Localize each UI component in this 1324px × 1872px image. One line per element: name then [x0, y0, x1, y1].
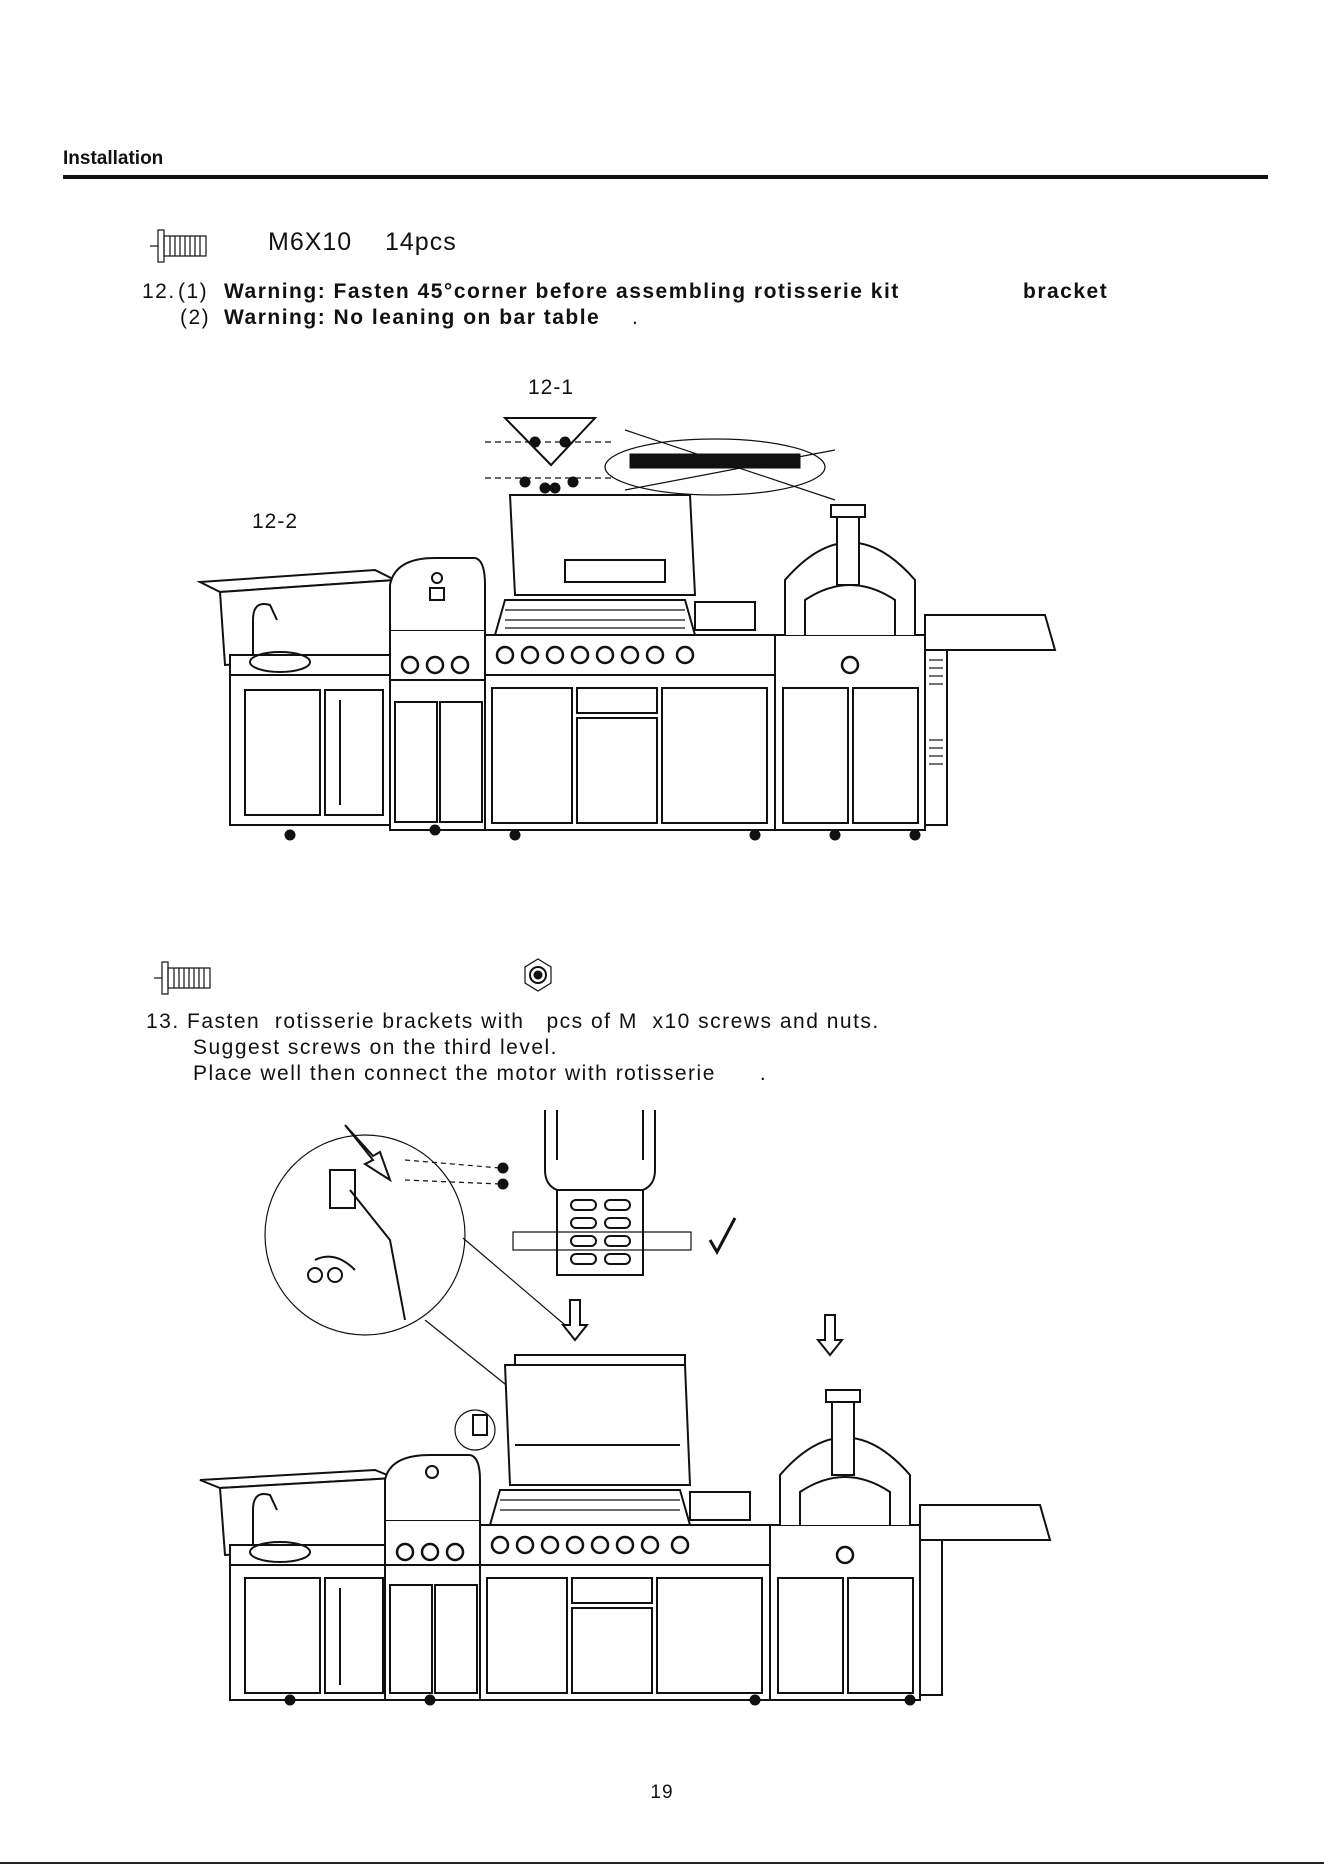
check-mark-icon: [708, 1217, 737, 1256]
rotisserie-bracket-illustration-13: [199, 1110, 1052, 1706]
page-number: 19: [650, 1782, 674, 1803]
footer-divider: [0, 1862, 1324, 1864]
screw-icon: [154, 961, 211, 995]
nut-icon: [524, 958, 552, 992]
step13-line2: Suggest screws on the third level.: [193, 1036, 558, 1059]
screw-icon: [150, 229, 207, 263]
step12-number: 12.: [142, 280, 176, 303]
step12-sub1: (1): [178, 280, 209, 303]
figure-label-12-2: 12-2: [252, 510, 299, 533]
figure-label-12-1: 12-1: [528, 376, 575, 399]
parts-spec: M6X10: [268, 228, 353, 256]
step12-warning2: Warning: No leaning on bar table: [224, 306, 601, 329]
section-title: Installation: [63, 148, 164, 169]
step12-sub2: (2): [180, 306, 211, 329]
step12-warning1-tail: bracket: [1023, 280, 1109, 303]
step12-warning1: Warning: Fasten 45°corner before assembl…: [224, 280, 900, 303]
down-arrow-icon: [815, 1314, 845, 1357]
outdoor-kitchen-illustration-12: [196, 417, 1057, 841]
header-divider: [63, 175, 1268, 179]
step13-line3: Place well then connect the motor with r…: [193, 1062, 768, 1085]
step12-warning2-end: .: [632, 306, 640, 329]
bracket-detail: [512, 1110, 692, 1276]
down-arrow-icon: [560, 1299, 590, 1342]
corner-bracket-detail: [485, 417, 615, 494]
parts-quantity: 14pcs: [385, 228, 457, 256]
step13-line1: 13. Fasten rotisserie brackets with pcs …: [146, 1010, 880, 1033]
